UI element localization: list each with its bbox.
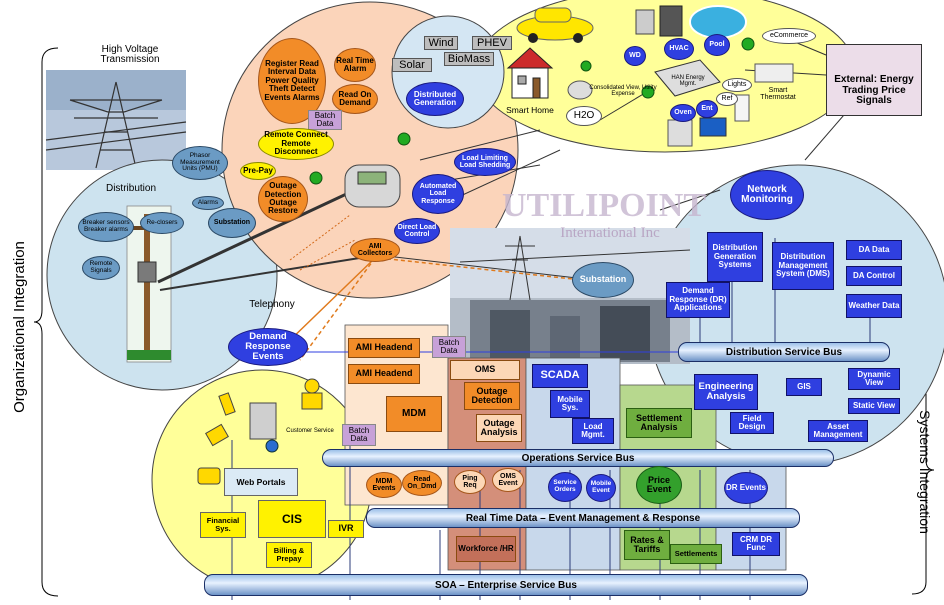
dr-events-oval: DR Events xyxy=(724,472,768,504)
read-on-demand-oval: Read On Demand xyxy=(332,84,378,114)
service-orders-oval: Service Orders xyxy=(548,472,582,502)
operations-service-bus: Operations Service Bus xyxy=(322,449,834,467)
distributed-generation-oval: Distributed Generation xyxy=(406,82,464,116)
mobile-sys-box: Mobile Sys. xyxy=(550,390,590,418)
high-voltage-title: High Voltage Transmission xyxy=(100,43,160,65)
real-time-alarm-oval: Real Time Alarm xyxy=(334,48,376,82)
dr-applications-box: Demand Response (DR) Applications xyxy=(666,282,730,318)
web-portals-box: Web Portals xyxy=(224,468,298,496)
alarms-oval: Alarms xyxy=(192,196,224,210)
outage-analysis-box: Outage Analysis xyxy=(476,414,522,442)
mdm-box: MDM xyxy=(386,396,442,432)
price-event-oval: Price Event xyxy=(636,466,682,504)
billing-prepay-box: Billing & Prepay xyxy=(266,542,312,568)
substation-center-oval: Substation xyxy=(572,262,634,298)
ref-label: Ref xyxy=(716,92,738,106)
static-view-box: Static View xyxy=(848,398,900,414)
read-on-dmd-oval: Read On_Dmd xyxy=(402,470,442,496)
systems-integration-label: Systems Integration xyxy=(917,410,934,534)
phev-car xyxy=(516,7,594,43)
da-data-box: DA Data xyxy=(846,240,902,260)
customer-service-label: Customer Service xyxy=(286,427,334,434)
workforce-hr-box: Workforce /HR xyxy=(456,536,516,562)
pre-pay-oval: Pre-Pay xyxy=(240,162,276,180)
mdm-events-oval: MDM Events xyxy=(366,472,402,498)
external-energy-trading-box: External: Energy Trading Price Signals xyxy=(826,44,922,116)
network-monitoring-oval: Network Monitoring xyxy=(730,170,804,220)
han-label: HAN Energy Mgmt. xyxy=(671,74,705,87)
engineering-analysis-box: Engineering Analysis xyxy=(694,374,758,410)
utilipoint-watermark-sub: International Inc xyxy=(560,225,660,242)
financial-sys-box: Financial Sys. xyxy=(200,512,246,538)
outage-detection-oval: Outage Detection Outage Restore xyxy=(258,176,308,222)
reclosers-oval: Re-closers xyxy=(140,212,184,234)
ami-headend-1-box: AMI Headend xyxy=(348,338,420,358)
breaker-sensors-oval: Breaker sensors Breaker alarms xyxy=(78,212,134,242)
telephony-label: Telephony xyxy=(249,298,295,310)
distribution-generation-systems-box: Distribution Generation Systems xyxy=(707,232,763,282)
real-time-data-bus: Real Time Data – Event Management & Resp… xyxy=(366,508,800,528)
weather-data-box: Weather Data xyxy=(846,294,902,318)
consolidated-view-label: Consolidated View, Utility Expense xyxy=(589,84,657,97)
h2o-label: H2O xyxy=(566,106,602,126)
asset-management-box: Asset Management xyxy=(808,420,868,442)
load-limiting-oval: Load Limiting Load Shedding xyxy=(454,148,516,176)
pool-oval: Pool xyxy=(704,34,730,56)
automated-load-response-oval: Automated Load Response xyxy=(412,174,464,214)
register-read-oval: Register Read Interval Data Power Qualit… xyxy=(258,38,326,124)
smart-home-label: Smart Home xyxy=(506,104,554,115)
batch-data-left-box: Batch Data xyxy=(342,424,376,446)
pmu-oval: Phasor Measurement Units (PMU) xyxy=(172,146,228,180)
solar-box: Solar xyxy=(392,58,432,72)
dynamic-view-box: Dynamic View xyxy=(848,368,900,390)
ping-req-oval: Ping Req xyxy=(454,470,486,494)
outage-detection-box: Outage Detection xyxy=(464,382,520,410)
wind-box: Wind xyxy=(424,36,458,50)
demand-response-events-oval: Demand Response Events xyxy=(228,328,308,366)
oms-box: OMS xyxy=(450,360,520,380)
remote-connect-oval: Remote Connect Remote Disconnect xyxy=(258,128,334,160)
dms-box: Distribution Management System (DMS) xyxy=(772,242,834,290)
distribution-label: Distribution xyxy=(105,182,157,194)
biomass-box: BioMass xyxy=(444,52,494,66)
oms-event-oval: OMS Event xyxy=(492,468,524,492)
substation-distribution-oval: Substation xyxy=(208,208,256,238)
gis-box: GIS xyxy=(786,378,822,396)
direct-load-control-oval: Direct Load Control xyxy=(394,218,440,244)
oven-oval: Oven xyxy=(670,104,696,122)
phev-box: PHEV xyxy=(472,36,512,50)
load-mgmt-box: Load Mgmt. xyxy=(572,418,614,444)
da-control-box: DA Control xyxy=(846,266,902,286)
cis-box: CIS xyxy=(258,500,326,538)
ecommerce-label: eCommerce xyxy=(762,28,816,44)
rates-tariffs-box: Rates & Tariffs xyxy=(624,530,670,560)
hvac-oval: HVAC xyxy=(664,38,694,60)
field-design-box: Field Design xyxy=(730,412,774,434)
ami-headend-2-box: AMI Headend xyxy=(348,364,420,384)
organizational-integration-label: Organizational Integration xyxy=(11,241,29,413)
soa-enterprise-service-bus: SOA – Enterprise Service Bus xyxy=(204,574,808,596)
utilipoint-watermark: UTILIPOINT xyxy=(501,187,707,225)
smart-home-house xyxy=(506,47,554,99)
remote-signals-oval: Remote Signals xyxy=(82,256,120,280)
scada-box: SCADA xyxy=(532,364,588,388)
ivr-box: IVR xyxy=(328,520,364,538)
ent-oval: Ent xyxy=(696,100,718,118)
batch-data-ami-box: Batch Data xyxy=(308,110,342,130)
settlement-analysis-box: Settlement Analysis xyxy=(626,408,692,438)
lights-label: Lights xyxy=(722,78,752,92)
settlements-box: Settlements xyxy=(670,544,722,564)
distribution-service-bus: Distribution Service Bus xyxy=(678,342,890,362)
wd-oval: WD xyxy=(624,46,646,66)
batch-data-mid-box: Batch Data xyxy=(432,336,466,358)
mobile-event-oval: Mobile Event xyxy=(586,474,616,502)
smart-thermostat-label: Smart Thermostat xyxy=(760,86,796,101)
ami-collectors-oval: AMI Collectors xyxy=(350,238,400,262)
crm-dr-func-box: CRM DR Func xyxy=(732,532,780,556)
